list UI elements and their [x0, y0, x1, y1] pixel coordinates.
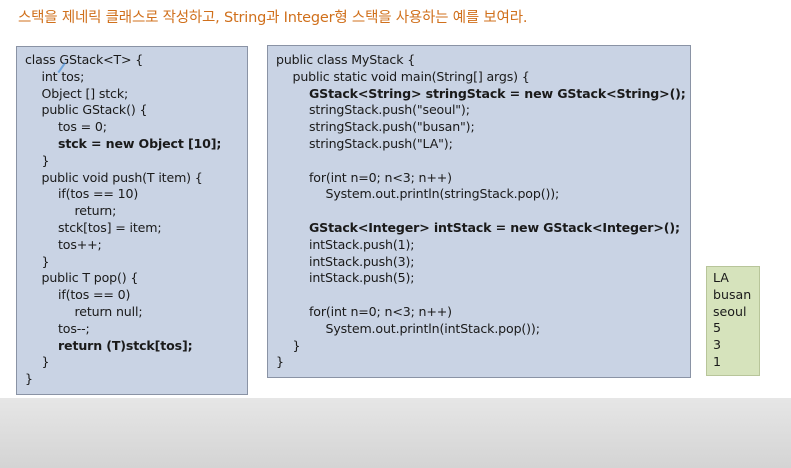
- code-line: return (T)stck[tos];: [58, 337, 193, 353]
- code-line: System.out.println(stringStack.pop());: [325, 186, 560, 202]
- code-line: for(int n=0; n<3; n++): [309, 169, 452, 185]
- code-line: stringStack.push("seoul");: [309, 102, 470, 118]
- code-line: }: [292, 337, 301, 353]
- code-line: if(tos == 0): [58, 287, 131, 303]
- code-line: [268, 203, 690, 220]
- output-line: 3: [713, 337, 722, 353]
- code-line: intStack.push(3);: [309, 253, 415, 269]
- code-line: return;: [74, 203, 117, 219]
- video-bottom-band: [0, 398, 791, 468]
- code-line: int tos;: [41, 68, 85, 84]
- code-line: [268, 153, 690, 170]
- code-line: }: [25, 371, 33, 387]
- code-line: Object [] stck;: [41, 85, 129, 101]
- code-line: GStack<String> stringStack = new GStack<…: [309, 85, 686, 101]
- code-line: public static void main(String[] args) {: [292, 68, 530, 84]
- output-line: 1: [713, 353, 722, 369]
- slide-title: 스택을 제네릭 클래스로 작성하고, String과 Integer형 스택을 …: [18, 10, 528, 26]
- output-line: 5: [713, 320, 722, 336]
- gstack-class-code-box: class GStack<T> {int tos;Object [] stck;…: [16, 46, 248, 395]
- code-line: stringStack.push("LA");: [309, 135, 453, 151]
- code-line: }: [41, 253, 50, 269]
- code-line: GStack<Integer> intStack = new GStack<In…: [309, 219, 680, 235]
- output-line: LA: [713, 270, 729, 285]
- code-line: }: [41, 152, 50, 168]
- code-line: System.out.println(intStack.pop());: [325, 320, 540, 336]
- code-line: class GStack<T> {: [25, 52, 144, 67]
- code-line: public class MyStack {: [276, 52, 416, 67]
- code-line: intStack.push(1);: [309, 236, 415, 252]
- code-line: stringStack.push("busan");: [309, 119, 475, 135]
- code-line: stck = new Object [10];: [58, 135, 222, 151]
- slide: 스택을 제네릭 클래스로 작성하고, String과 Integer형 스택을 …: [16, 10, 760, 395]
- code-line: return null;: [74, 303, 143, 319]
- code-line: intStack.push(5);: [309, 270, 415, 286]
- code-line: }: [276, 354, 284, 370]
- code-line: if(tos == 10): [58, 186, 139, 202]
- code-line: public GStack() {: [41, 102, 148, 118]
- code-line: [268, 287, 690, 304]
- output-line: seoul: [713, 303, 747, 319]
- code-line: stck[tos] = item;: [58, 219, 162, 235]
- code-line: for(int n=0; n<3; n++): [309, 303, 452, 319]
- code-line: tos = 0;: [58, 119, 107, 135]
- output-line: busan: [713, 286, 752, 302]
- code-line: tos++;: [58, 236, 102, 252]
- code-line: public void push(T item) {: [41, 169, 203, 185]
- mystack-main-code-box: public class MyStack {public static void…: [267, 45, 691, 378]
- code-line: public T pop() {: [41, 270, 139, 286]
- code-line: }: [41, 354, 50, 370]
- code-line: tos--;: [58, 320, 90, 336]
